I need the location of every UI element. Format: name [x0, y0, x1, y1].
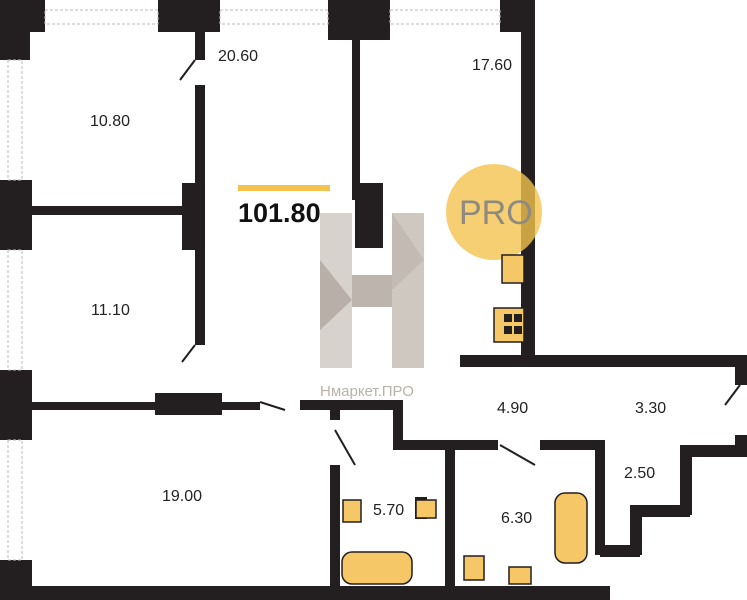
sink-icon — [508, 566, 532, 585]
room-area-bathroom-2: 6.30 — [501, 510, 533, 527]
room-area-entry: 3.30 — [635, 400, 667, 417]
room-area-living: 20.60 — [218, 48, 259, 65]
pro-badge: PRO — [459, 194, 533, 232]
kitchen-sink-icon — [501, 254, 525, 284]
fixtures — [341, 254, 588, 585]
room-area-hall: 4.90 — [497, 400, 529, 417]
total-area-bar — [238, 185, 330, 191]
pro-badge-circle — [446, 164, 542, 260]
room-area-kitchen: 17.60 — [472, 57, 513, 74]
bathtub-icon — [554, 492, 588, 564]
toilet-icon — [415, 499, 437, 519]
room-area-bedroom-3: 19.00 — [162, 488, 203, 505]
watermark-text: Нмаркет.ПРО — [320, 383, 414, 400]
sink-icon — [342, 499, 362, 523]
total-area: 101.80 — [238, 198, 321, 228]
room-area-bathroom-1: 5.70 — [373, 502, 405, 519]
room-area-closet: 2.50 — [624, 465, 656, 482]
doors — [179, 59, 741, 466]
bathtub-icon — [341, 551, 413, 585]
toilet-icon — [463, 555, 485, 581]
stove-icon — [493, 307, 525, 343]
room-area-bedroom-2: 11.10 — [91, 302, 130, 319]
windows — [7, 9, 501, 561]
room-area-bedroom-1: 10.80 — [90, 113, 131, 130]
watermark-logo — [320, 213, 424, 368]
